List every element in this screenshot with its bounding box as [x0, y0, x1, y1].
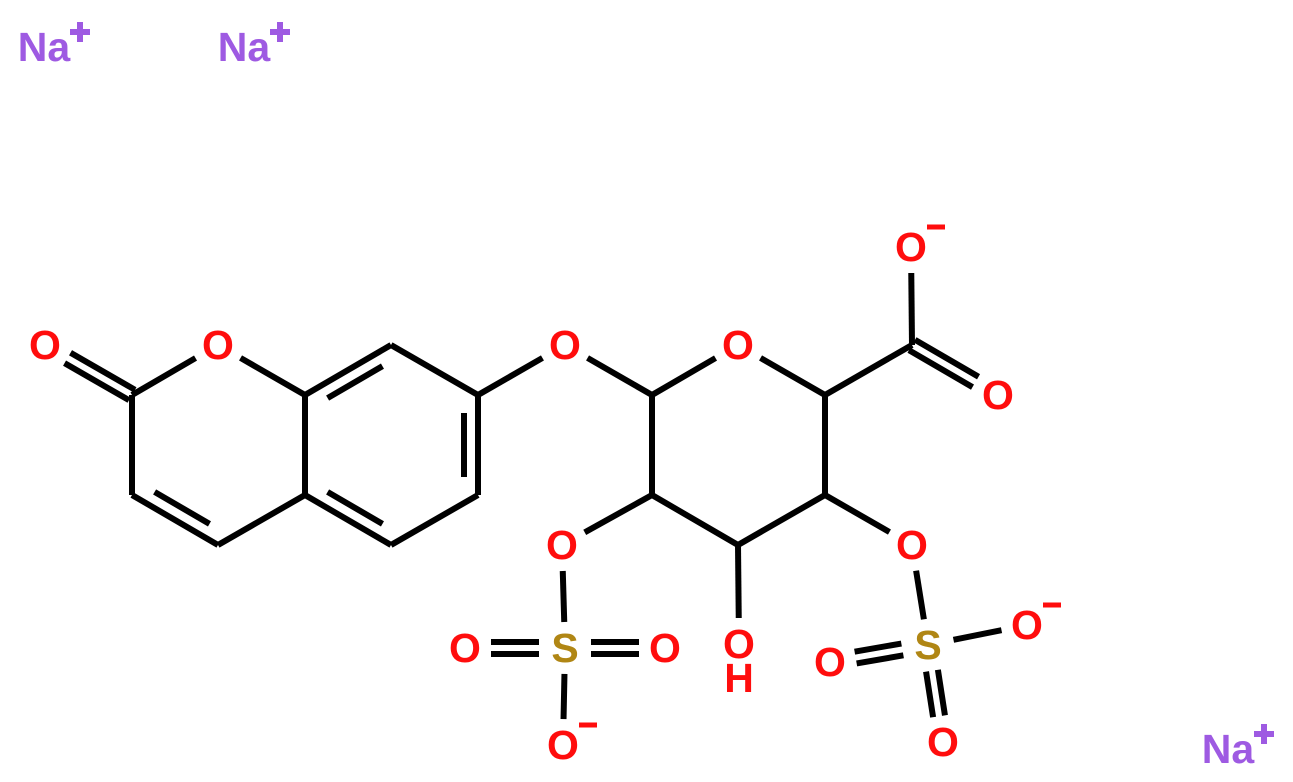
atom-label-OLD2-O: O — [649, 625, 681, 671]
atom-label-OH3-O: O — [723, 621, 755, 667]
bond-SR-ORD1 — [854, 640, 902, 655]
atom-label-H3-H: H — [724, 655, 754, 701]
bond-C3P-C2P — [650, 492, 740, 548]
charge-plus-NA1 — [70, 22, 90, 42]
bond-C1P-O5P — [650, 355, 718, 398]
bond-SL-OLM — [560, 673, 568, 720]
bond-C3-C4-inner — [153, 489, 211, 527]
bond-C3-C4 — [130, 492, 220, 548]
bond-C5P-C6P — [823, 342, 914, 398]
atom-label-SL-S: S — [551, 625, 578, 671]
atom-label-SR-S: S — [914, 622, 941, 668]
bond-C2-OC — [63, 360, 131, 403]
bond-O5P-C5P — [759, 355, 827, 398]
bond-C4-C4A — [216, 492, 307, 548]
bond-C4P-C3P — [736, 492, 827, 548]
atom-label-OD1-O: O — [982, 372, 1014, 418]
bond-C7-O7 — [476, 355, 544, 398]
bond-C2P-OL2 — [583, 492, 654, 535]
atom-label-OC-O: O — [29, 322, 61, 368]
atom-label-O7-O: O — [549, 322, 581, 368]
bond-C2-OC — [69, 350, 137, 393]
bond-OL2-SL — [559, 570, 568, 623]
atom-label-ORM-O: O — [1011, 602, 1043, 648]
atom-label-NA3-Na: Na — [1202, 726, 1256, 772]
atom-label-ORD2-O: O — [927, 719, 959, 765]
bond-O1-C2 — [130, 355, 198, 398]
bond-C6P-OD1 — [913, 337, 981, 380]
bond-OL4-SR — [913, 570, 927, 620]
bond-C8-C8A — [303, 342, 393, 398]
bond-C4P-OL4 — [823, 492, 891, 535]
bond-C4A-C5-inner — [326, 489, 384, 527]
charge-plus-NA2 — [270, 22, 290, 42]
bond-C5-C6 — [389, 492, 480, 548]
charge-plus-NA3 — [1254, 724, 1274, 744]
bond-C4A-C5 — [303, 492, 393, 548]
bond-SR-ORD2 — [923, 671, 937, 718]
atom-label-OLD1-O: O — [449, 625, 481, 671]
bond-C6P-OM1 — [908, 272, 915, 346]
atom-label-OL2-O: O — [546, 522, 578, 568]
atom-label-O1-O: O — [202, 322, 234, 368]
bond-C8-C8A-inner — [326, 363, 384, 401]
bond-SR-ORD2 — [934, 669, 948, 716]
atom-label-ORD1-O: O — [814, 639, 846, 685]
bond-C8A-O1 — [239, 355, 307, 398]
atom-label-OLM-O: O — [547, 722, 579, 768]
atom-label-NA1-Na: Na — [18, 24, 72, 70]
bond-SR-ORM — [952, 627, 1003, 643]
atom-label-OL4-O: O — [896, 522, 928, 568]
bond-C3P-OH3 — [735, 544, 742, 619]
atom-label-NA2-Na: Na — [218, 24, 272, 70]
bond-SR-ORD1 — [856, 652, 904, 667]
bond-O7-C1P — [586, 355, 654, 398]
atom-label-OM1-O: O — [895, 224, 927, 270]
bond-C6P-OD1 — [907, 347, 975, 390]
atom-label-O5P-O: O — [722, 322, 754, 368]
bond-C7-C8 — [389, 342, 480, 398]
